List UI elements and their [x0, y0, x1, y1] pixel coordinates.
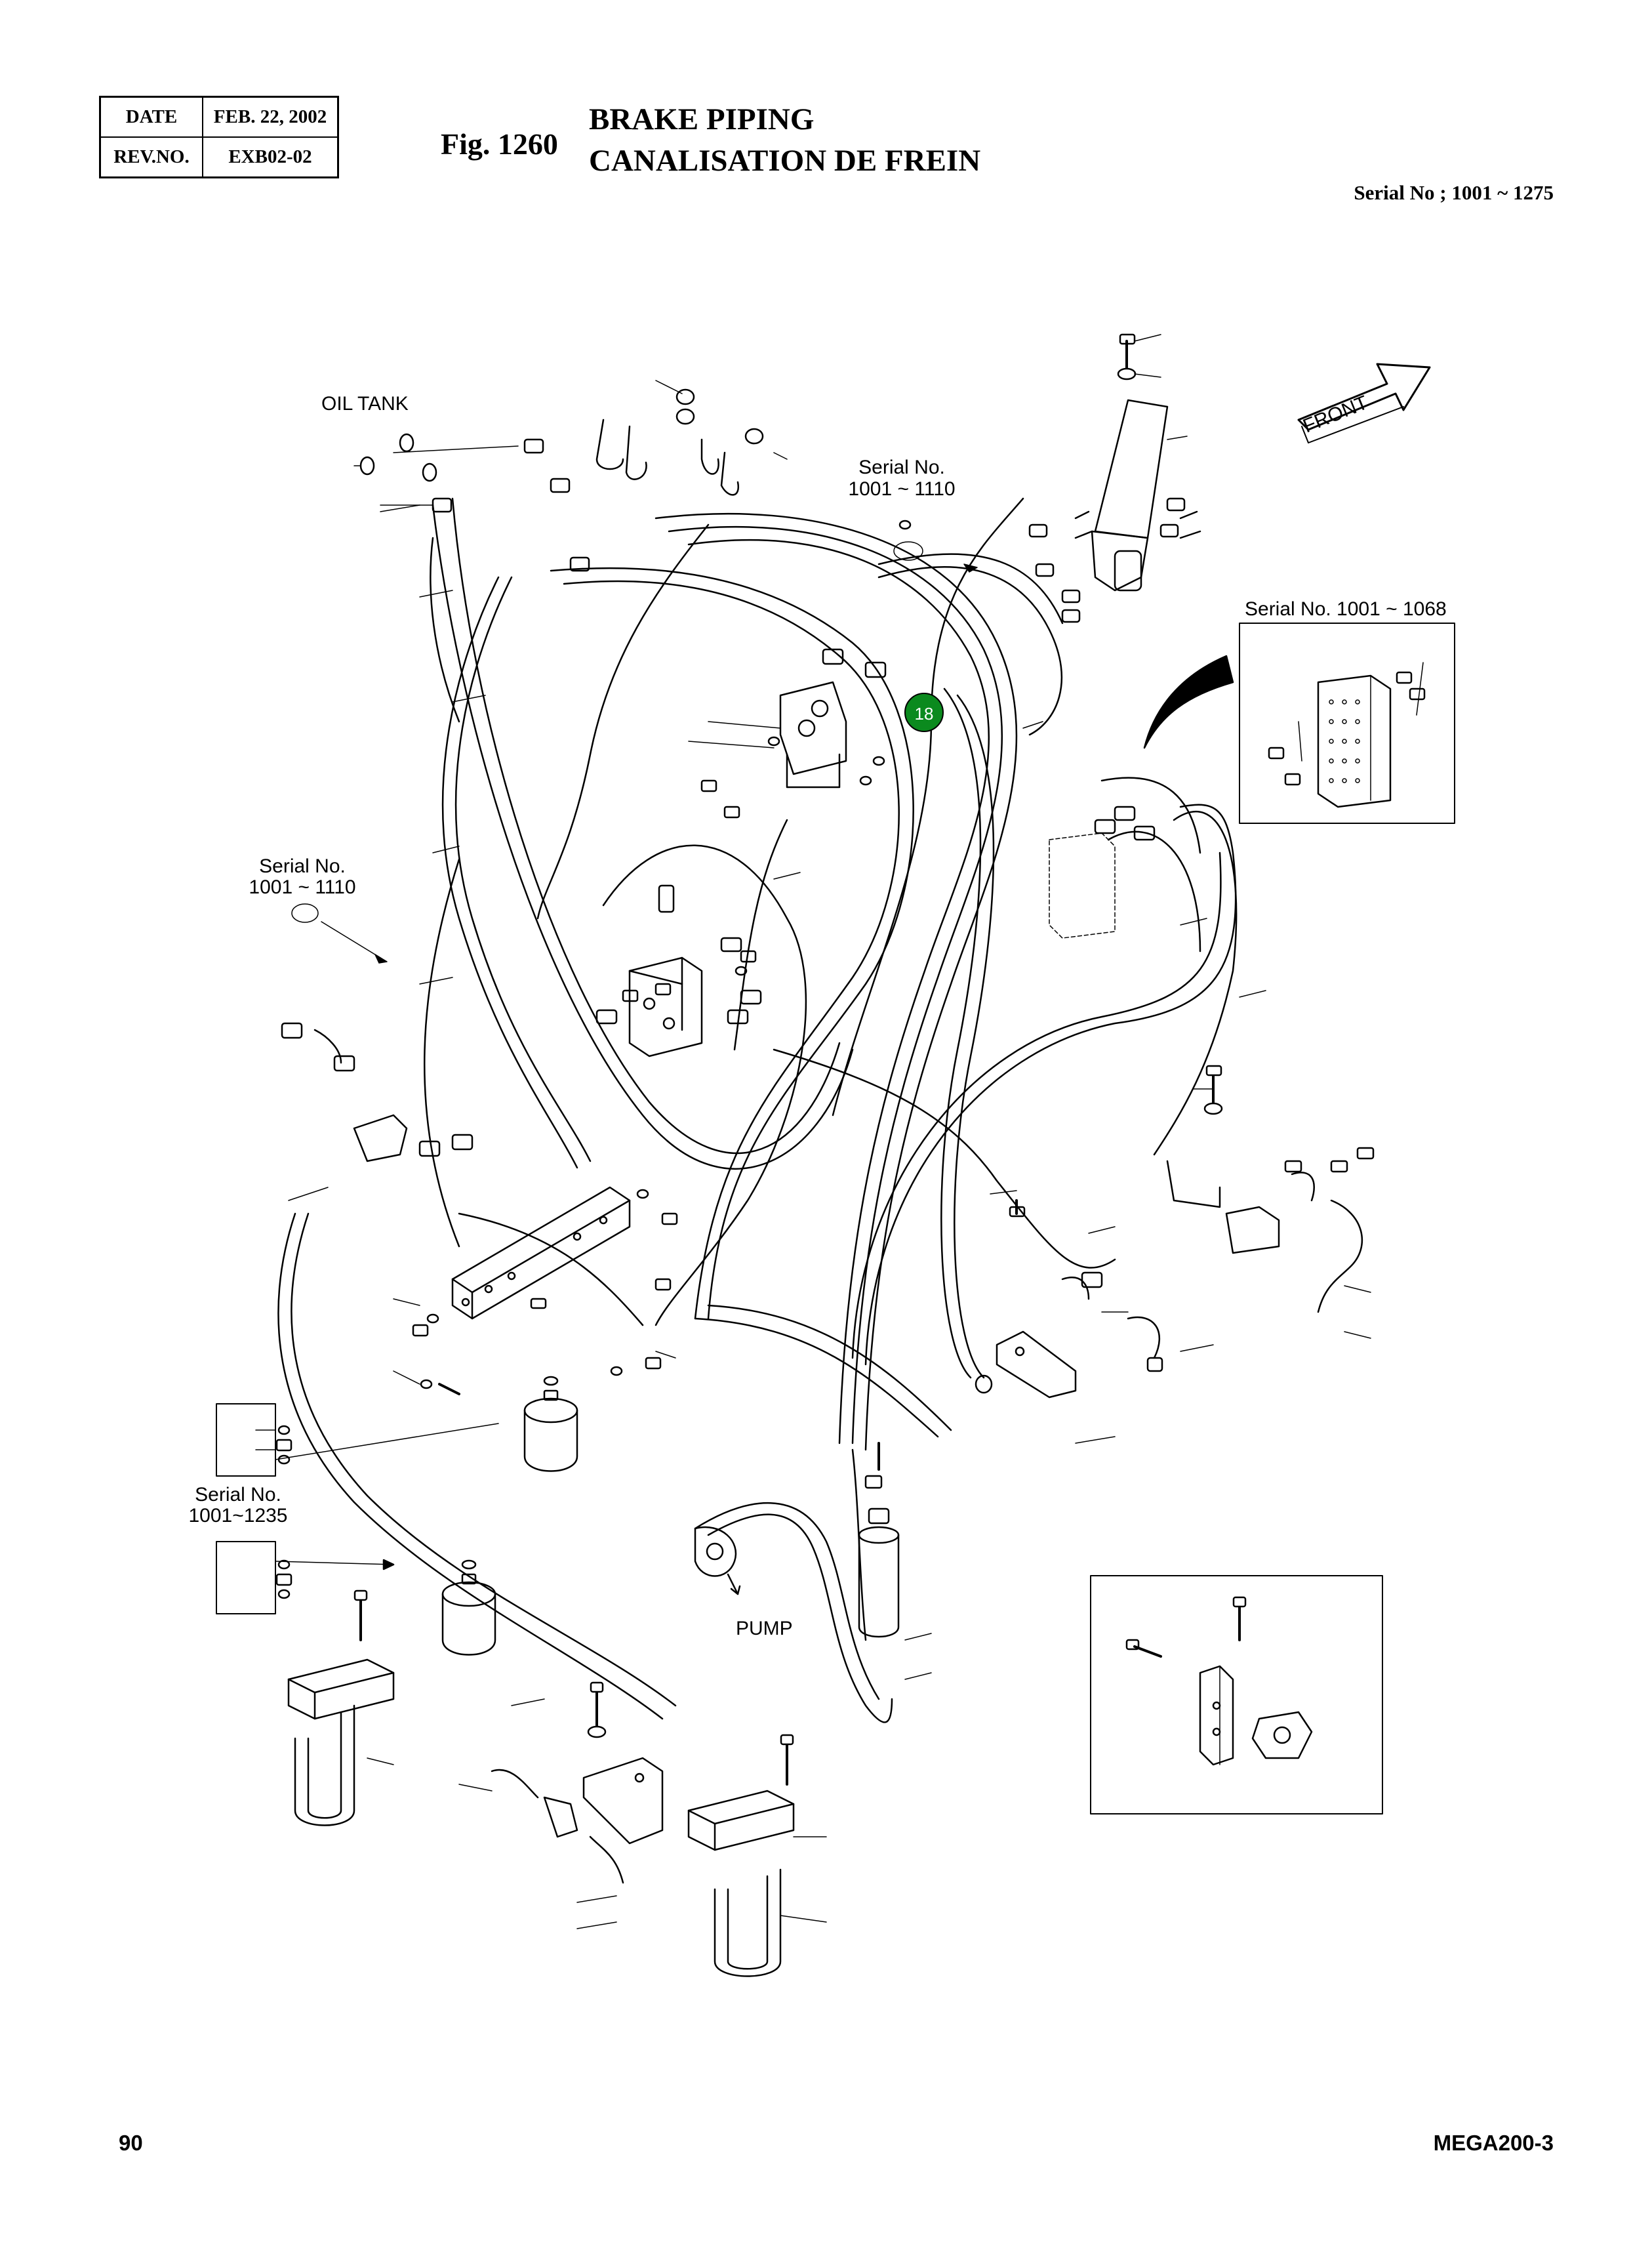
inset-lower-right: [1090, 1575, 1383, 1814]
serial-note-3-line1: Serial No.: [259, 855, 346, 877]
date-value: FEB. 22, 2002: [202, 96, 339, 138]
serial-note-3-line2: 1001 ~ 1110: [249, 876, 355, 898]
serial-note-1-line1: Serial No.: [858, 457, 945, 478]
leader-lines: [288, 504, 1371, 1929]
right-mounting-plate: [1049, 806, 1156, 939]
pump-flange: [694, 1526, 741, 1595]
inset-small-upper: [216, 1403, 499, 1477]
small-fittings: [412, 497, 1194, 1395]
right-tee-fitting: [1166, 1065, 1375, 1313]
filter-canister: [858, 1442, 900, 1638]
revision-table: DATE FEB. 22, 2002 REV.NO. EXB02-02: [99, 96, 339, 178]
serial-note-4-line1: Serial No.: [195, 1484, 281, 1506]
hose-bundle: [277, 497, 1238, 1723]
accumulator-lower: [441, 1559, 496, 1656]
serial-note-4-line2: 1001~1235: [189, 1505, 288, 1527]
front-label: FRONT: [1300, 392, 1371, 437]
inset-small-lower: [216, 1541, 395, 1614]
left-tee-fitting: [281, 1022, 473, 1162]
serial-note-1-line2: 1001 ~ 1110: [848, 478, 955, 500]
page-number: 90: [119, 2131, 143, 2155]
brake-valve-block: [688, 648, 887, 789]
u-bolt-clamp-left: [287, 1589, 395, 1826]
front-direction-arrow: FRONT: [1297, 363, 1431, 443]
part-callout-18: 18: [904, 693, 944, 732]
pump-label: PUMP: [736, 1618, 793, 1639]
callout-number: 18: [915, 704, 934, 724]
date-label: DATE: [99, 96, 203, 138]
accumulator-upper: [523, 1376, 578, 1472]
oil-tank-fittings: [353, 433, 590, 572]
detail-pointer-arrow: [1143, 655, 1234, 749]
lower-tee-bracket: [491, 1681, 664, 1884]
serial-reference-markers: [291, 541, 978, 964]
lower-center-bracket: [975, 1199, 1163, 1399]
title-french: CANALISATION DE FREIN: [589, 144, 981, 178]
figure-number: Fig. 1260: [441, 127, 558, 161]
serial-note-2: Serial No. 1001 ~ 1068: [1245, 598, 1447, 620]
brake-pedal-assembly: [1074, 333, 1201, 592]
serial-range: Serial No ; 1001 ~ 1275: [1354, 181, 1554, 204]
inset-serial-1001-1068: [1239, 623, 1455, 824]
center-valve-block: [595, 884, 762, 1057]
revision-value: EXB02-02: [202, 136, 339, 178]
callout-marker: [904, 693, 944, 732]
u-bolt-clamp-center: [687, 1734, 795, 1977]
model-name: MEGA200-3: [1433, 2131, 1554, 2155]
oil-tank-label: OIL TANK: [321, 393, 409, 415]
title-english: BRAKE PIPING: [589, 102, 815, 136]
hose-clamps: [595, 380, 788, 496]
revision-label: REV.NO.: [99, 136, 203, 178]
left-manifold-block: [451, 1186, 631, 1320]
